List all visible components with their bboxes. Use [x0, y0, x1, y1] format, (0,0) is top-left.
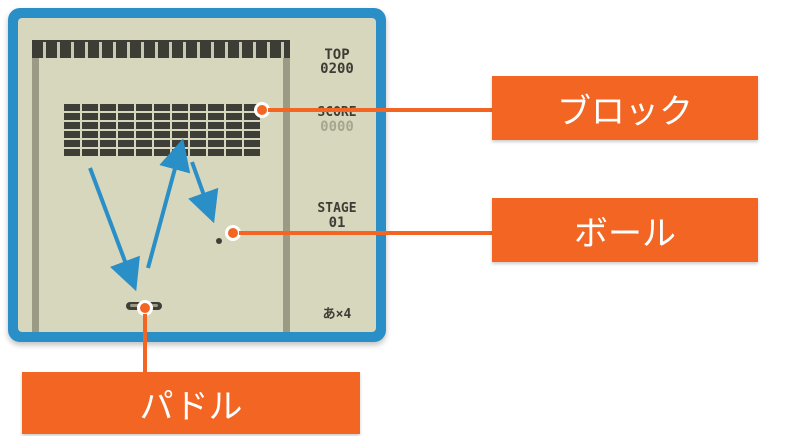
- brick: [208, 122, 224, 129]
- brick: [226, 122, 242, 129]
- brick: [100, 104, 116, 111]
- brick: [226, 140, 242, 147]
- block-callout: ブロック: [492, 76, 758, 140]
- brick-row: [64, 113, 262, 120]
- score-value: 0000: [320, 119, 354, 135]
- brick: [154, 122, 170, 129]
- top-value: 0200: [320, 61, 354, 77]
- brick: [82, 104, 98, 111]
- brick: [100, 113, 116, 120]
- block-callout-label: ブロック: [557, 91, 693, 132]
- stage-value: 01: [328, 215, 346, 231]
- brick-row: [64, 122, 262, 129]
- brick: [136, 104, 152, 111]
- brick: [244, 122, 260, 129]
- brick: [172, 113, 188, 120]
- brick: [82, 131, 98, 138]
- brick: [118, 104, 134, 111]
- brick: [118, 131, 134, 138]
- brick: [118, 113, 134, 120]
- trajectory-down-arrow: [88, 167, 140, 292]
- brick: [244, 131, 260, 138]
- brick: [226, 104, 242, 111]
- brick-row: [64, 104, 262, 111]
- brick: [136, 149, 152, 156]
- brick: [64, 149, 80, 156]
- brick: [64, 122, 80, 129]
- lives-counter: あ×4: [322, 307, 352, 322]
- ball-callout: ボール: [492, 198, 758, 262]
- brick: [100, 140, 116, 147]
- brick: [244, 104, 260, 111]
- brick-row: [64, 131, 262, 138]
- paddle-callout-leader: [143, 314, 147, 372]
- brick: [136, 122, 152, 129]
- brick: [226, 113, 242, 120]
- brick: [100, 131, 116, 138]
- stage-label: STAGE: [317, 201, 357, 216]
- brick: [208, 113, 224, 120]
- brick: [100, 149, 116, 156]
- brick: [64, 113, 80, 120]
- brick: [208, 104, 224, 111]
- brick: [136, 140, 152, 147]
- brick: [208, 140, 224, 147]
- brick: [100, 122, 116, 129]
- brick: [64, 104, 80, 111]
- brick: [190, 122, 206, 129]
- brick: [82, 122, 98, 129]
- brick: [64, 131, 80, 138]
- brick: [64, 140, 80, 147]
- ball-callout-label: ボール: [574, 213, 676, 254]
- brick: [172, 122, 188, 129]
- brick: [208, 131, 224, 138]
- trajectory-up-arrow: [146, 138, 191, 269]
- brick: [118, 140, 134, 147]
- brick: [154, 131, 170, 138]
- ball-callout-leader: [239, 231, 492, 235]
- brick: [136, 131, 152, 138]
- right-wall: [283, 58, 290, 332]
- paddle-callout-label: パドル: [139, 386, 243, 427]
- brick: [226, 149, 242, 156]
- brick: [82, 140, 98, 147]
- brick: [190, 149, 206, 156]
- top-label: TOP: [324, 47, 350, 63]
- brick: [244, 113, 260, 120]
- left-wall: [32, 58, 39, 332]
- brick: [190, 113, 206, 120]
- brick: [244, 140, 260, 147]
- brick: [190, 140, 206, 147]
- brick: [226, 131, 242, 138]
- brick: [118, 149, 134, 156]
- brick: [154, 113, 170, 120]
- paddle-callout: パドル: [22, 372, 360, 434]
- brick: [190, 131, 206, 138]
- brick: [82, 149, 98, 156]
- brick: [82, 113, 98, 120]
- brick: [172, 131, 188, 138]
- brick: [190, 104, 206, 111]
- brick: [172, 104, 188, 111]
- block-callout-leader: [268, 108, 492, 112]
- brick: [154, 104, 170, 111]
- brick: [208, 149, 224, 156]
- brick: [118, 122, 134, 129]
- brick: [244, 149, 260, 156]
- ball: [216, 238, 222, 244]
- brick: [136, 113, 152, 120]
- hud-panel: TOP 0200 SCORE 0000 STAGE 01 あ×4: [298, 38, 376, 332]
- top-wall: [32, 40, 290, 58]
- trajectory-return-arrow: [188, 161, 219, 224]
